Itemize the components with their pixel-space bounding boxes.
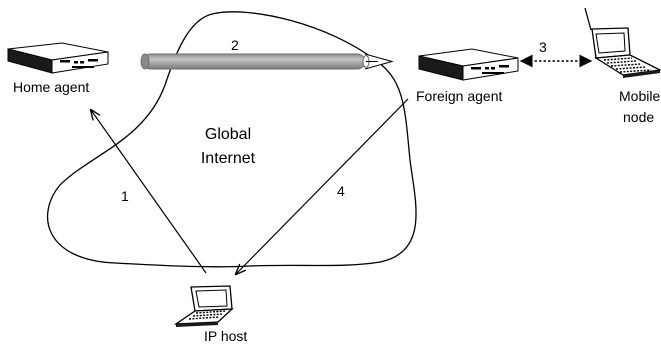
step-1-label: 1 <box>121 188 129 204</box>
foreign-agent-router-icon <box>418 48 519 81</box>
arrow-step-4 <box>236 98 409 274</box>
foreign-agent-label: Foreign agent <box>416 88 503 104</box>
step-2-label: 2 <box>231 37 239 53</box>
tunnel <box>140 53 394 70</box>
ip-host-laptop-icon <box>173 285 234 327</box>
cloud-label-line2: Internet <box>201 150 256 167</box>
ip-host-label: IP host <box>204 328 247 344</box>
step-3-label: 3 <box>539 39 547 55</box>
home-agent-router-icon <box>7 42 109 74</box>
mobile-node-label-line2: node <box>623 109 654 125</box>
mobile-node-label-line1: Mobile <box>619 88 660 104</box>
step-4-label: 4 <box>337 183 345 199</box>
mobile-node-laptop-icon <box>584 7 661 78</box>
home-agent-label: Home agent <box>13 79 89 95</box>
global-internet-cloud <box>46 11 417 268</box>
arrow-step-1 <box>91 110 207 274</box>
cloud-label-line1: Global <box>205 126 251 143</box>
